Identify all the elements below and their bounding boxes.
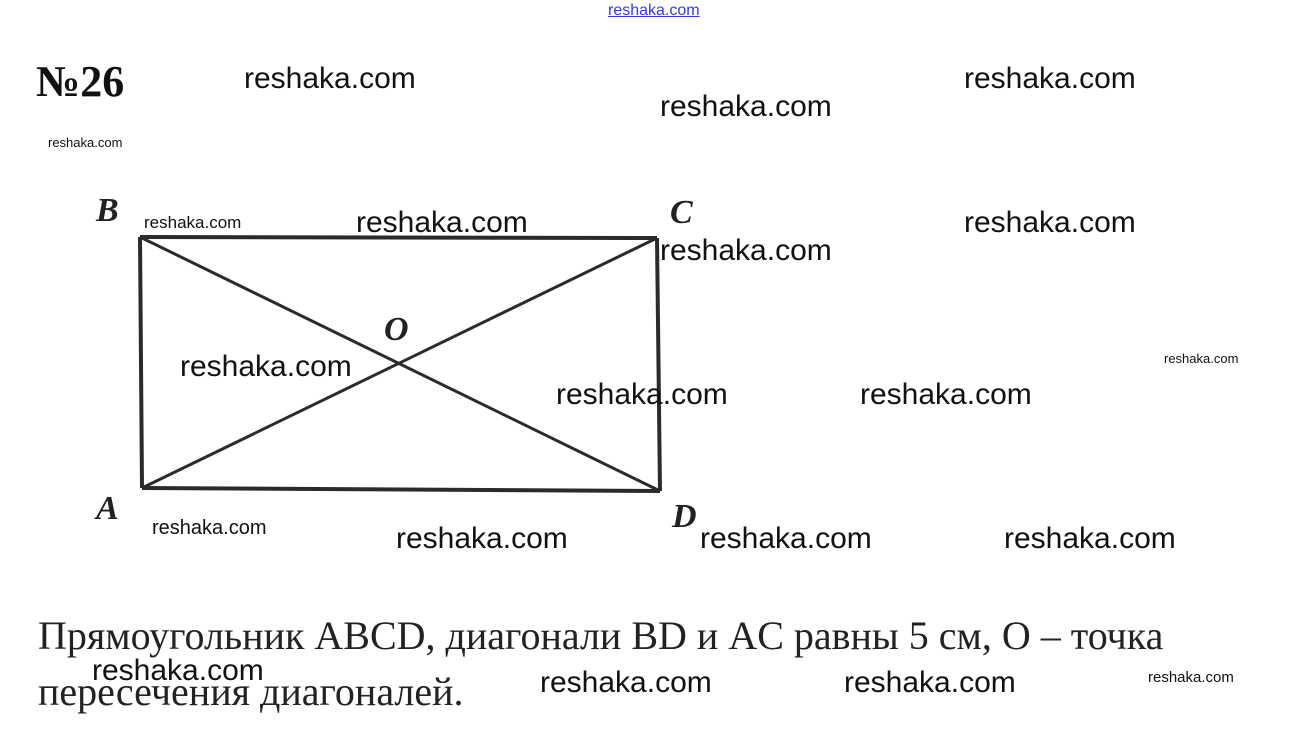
diagonal-ac — [141, 236, 658, 490]
statement-line-1: Прямоугольник ABCD, диагонали BD и AC ра… — [38, 613, 1164, 658]
watermark: reshaka.com — [1004, 522, 1176, 555]
watermark: reshaka.com — [540, 666, 712, 699]
watermark: reshaka.com — [660, 90, 832, 123]
watermark: reshaka.com — [152, 517, 267, 539]
watermark: reshaka.com — [144, 213, 242, 232]
watermark: reshaka.com — [244, 62, 416, 95]
watermark: reshaka.com — [556, 378, 728, 411]
side-cd — [655, 237, 662, 492]
watermark: reshaka.com — [860, 378, 1032, 411]
header-site-link[interactable]: reshaka.com — [608, 2, 700, 19]
watermark: reshaka.com — [700, 522, 872, 555]
watermark: reshaka.com — [1164, 351, 1239, 366]
side-ab — [138, 236, 144, 489]
vertex-label-c: C — [670, 194, 693, 231]
side-da — [141, 486, 661, 493]
watermark: reshaka.com — [844, 666, 1016, 699]
vertex-label-d: D — [672, 498, 697, 535]
statement-line-2: пересечения диагоналей. — [38, 669, 464, 714]
rectangle-abcd — [138, 235, 662, 493]
side-bc — [139, 235, 658, 240]
watermark: reshaka.com — [964, 62, 1136, 95]
watermark: reshaka.com — [48, 135, 123, 150]
problem-statement: Прямоугольник ABCD, диагонали BD и AC ра… — [38, 608, 1278, 720]
watermark: reshaka.com — [92, 654, 264, 687]
watermark: reshaka.com — [396, 522, 568, 555]
vertex-label-a: A — [96, 490, 119, 527]
watermark: reshaka.com — [1148, 669, 1234, 686]
center-label-o: O — [384, 311, 409, 348]
problem-number: №26 — [36, 57, 125, 106]
diagonals — [139, 235, 661, 493]
watermark: reshaka.com — [356, 206, 528, 239]
watermark: reshaka.com — [180, 350, 352, 383]
watermark: reshaka.com — [964, 206, 1136, 239]
watermark: reshaka.com — [660, 234, 832, 267]
vertex-label-b: B — [96, 192, 119, 229]
